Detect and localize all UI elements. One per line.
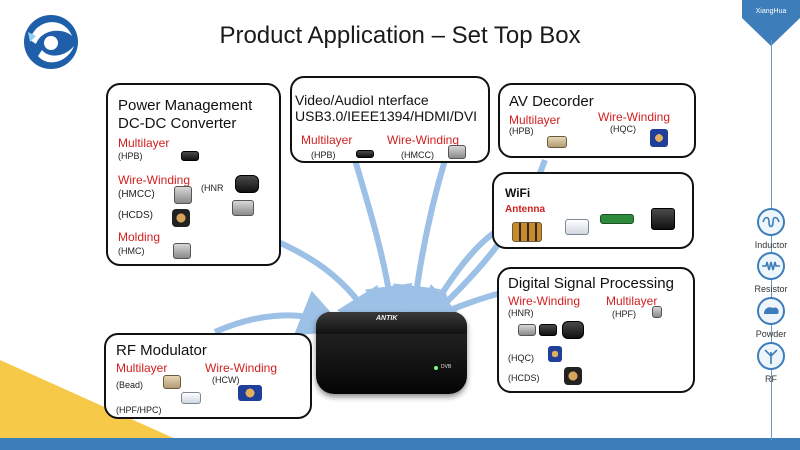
wifi-heading: WiFi	[505, 186, 531, 200]
arrow-video-2	[393, 159, 448, 334]
sidebar-line	[771, 40, 772, 440]
dsp-hqc-inductor	[548, 346, 562, 362]
dsp-hpf-chip	[652, 306, 662, 318]
dsp-hnr-inductor-1	[518, 324, 536, 336]
powder-glyph	[764, 307, 779, 314]
power-extra-inductor	[232, 200, 254, 216]
power-hcds-inductor	[172, 209, 190, 227]
video-hmcc-inductor	[448, 145, 466, 159]
arrow-video-1	[352, 159, 413, 334]
device-led	[434, 366, 438, 370]
rf-bead-label: (Bead)	[116, 380, 144, 390]
inductor-glyph	[762, 216, 780, 228]
video-heading-1: Video/AudioI nterface	[295, 92, 429, 108]
dsp-hcds-label: (HCDS)	[508, 373, 540, 383]
rf-multilayer-label: Multilayer	[116, 361, 168, 375]
power-hmc-label: (HMC)	[118, 246, 145, 256]
wifi-box: WiFi Antenna	[492, 172, 694, 249]
sidebar-label-powder: Powder	[755, 329, 787, 339]
rf-hcw-label: (HCW)	[212, 375, 240, 385]
video-heading-2: USB3.0/IEEE1394/HDMI/DVI	[295, 108, 478, 124]
power-molding-label: Molding	[118, 230, 161, 244]
dsp-hcds-inductor	[564, 367, 582, 385]
power-hmcc-inductor	[174, 186, 192, 204]
device-badge: DVB	[441, 364, 452, 370]
dsp-heading: Digital Signal Processing	[508, 275, 674, 292]
dsp-hqc-label: (HQC)	[508, 353, 534, 363]
sidebar-label-resistor: Resistor	[754, 284, 788, 294]
video-wirewinding-label: Wire-Winding	[387, 133, 460, 147]
company-logo	[24, 15, 78, 69]
power-hnr-inductor	[235, 175, 259, 193]
dsp-multilayer-label: Multilayer	[606, 294, 658, 308]
video-hmcc-label: (HMCC)	[401, 150, 434, 160]
dsp-hnr-inductor-2	[539, 324, 557, 336]
bottom-accent-bar	[0, 438, 800, 450]
power-heading-2: DC-DC Converter	[118, 115, 237, 132]
power-wirewinding-label: Wire-Winding	[118, 173, 191, 187]
av-hqc-label: (HQC)	[610, 124, 636, 134]
rf-wirewinding-label: Wire-Winding	[205, 361, 278, 375]
sidebar-label-rf: RF	[765, 374, 777, 384]
page-title: Product Application – Set Top Box	[219, 22, 581, 49]
av-multilayer-label: Multilayer	[509, 113, 561, 127]
video-hpb-label: (HPB)	[311, 150, 336, 160]
rf-hcw-inductor	[238, 385, 262, 401]
resistor-icon	[757, 252, 785, 280]
arrow-rf	[213, 290, 348, 336]
av-hqc-inductor	[650, 129, 668, 147]
power-multilayer-chip	[181, 151, 199, 161]
rf-icon	[757, 342, 785, 370]
rf-bead-chip	[163, 375, 181, 389]
power-multilayer-label: Multilayer	[118, 136, 170, 150]
rf-glyph	[764, 349, 778, 364]
dsp-hnr-inductor-3	[562, 321, 584, 339]
power-hmcc-label: (HMCC)	[118, 189, 155, 200]
brand-tag: XiangHua	[742, 0, 800, 48]
wifi-antenna-ceramic	[565, 219, 589, 235]
av-heading: AV Decorder	[509, 93, 594, 110]
dsp-box: Digital Signal Processing Wire-Winding (…	[497, 267, 695, 393]
power-hmc-inductor	[173, 243, 191, 259]
av-hpb-label: (HPB)	[509, 126, 534, 136]
power-heading-1: Power Management	[118, 97, 253, 114]
brand-tag-shape	[742, 0, 800, 46]
wifi-antenna-label: Antenna	[505, 204, 545, 215]
dsp-wirewinding-label: Wire-Winding	[508, 294, 581, 308]
power-hcds-label: (HCDS)	[118, 210, 153, 221]
wifi-antenna-chips	[512, 222, 542, 242]
av-wirewinding-label: Wire-Winding	[598, 110, 671, 124]
av-multilayer-chip	[547, 136, 567, 148]
rf-heading: RF Modulator	[116, 342, 207, 359]
powder-icon	[757, 297, 785, 325]
power-hnr-label: (HNR	[201, 183, 224, 193]
video-multilayer-chip	[356, 150, 374, 158]
device-top-surface	[316, 312, 467, 334]
video-audio-box: Video/AudioI nterface USB3.0/IEEE1394/HD…	[290, 76, 490, 163]
dsp-hnr-label: (HNR)	[508, 308, 534, 318]
set-top-box-device: ANTIK DVB	[316, 312, 467, 394]
brand-tag-text: XiangHua	[755, 8, 787, 15]
rf-hpfhpc-label: (HPF/HPC)	[116, 405, 162, 415]
video-multilayer-label: Multilayer	[301, 133, 353, 147]
sidebar-label-inductor: Inductor	[754, 240, 788, 250]
dsp-hpf-label: (HPF)	[612, 309, 636, 319]
rf-hpf-chip	[181, 392, 201, 404]
power-management-box: Power Management DC-DC Converter Multila…	[106, 83, 281, 266]
av-decorder-box: AV Decorder Multilayer (HPB) Wire-Windin…	[498, 83, 696, 158]
device-brand: ANTIK	[376, 315, 398, 322]
inductor-icon	[757, 208, 785, 236]
wifi-antenna-module	[651, 208, 675, 230]
rf-modulator-box: RF Modulator Multilayer (Bead) Wire-Wind…	[104, 333, 312, 419]
power-hpb-label: (HPB)	[118, 151, 143, 161]
wifi-antenna-pcb	[600, 214, 634, 224]
resistor-glyph	[762, 261, 780, 271]
